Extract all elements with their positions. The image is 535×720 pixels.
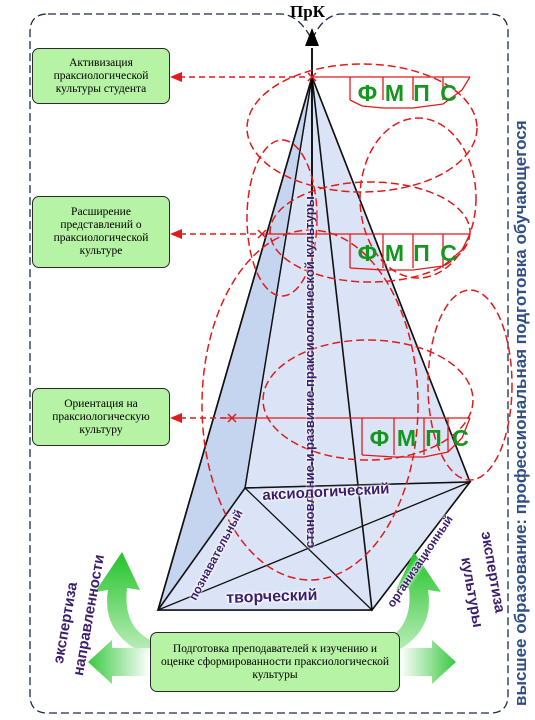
level-box-top-text: Активизация праксиологической культуры с…	[53, 56, 149, 95]
edge-right	[311, 76, 471, 483]
mark-s: С	[452, 425, 469, 451]
mark-f: Ф	[369, 425, 390, 451]
level-ellipse-middle	[269, 181, 471, 283]
outer-frame	[29, 13, 509, 714]
bottom-arrow-left	[88, 640, 150, 684]
mark-m: М	[396, 425, 417, 451]
level-box-middle-text: Расширение представлений о праксиологиче…	[53, 206, 149, 257]
level-box-lower-text: Ориентация на праксиологическую культуру	[52, 397, 150, 436]
ellipse-mid-right	[427, 289, 513, 481]
mark-p: П	[425, 425, 442, 451]
mark-m: М	[384, 240, 405, 266]
edge-left	[157, 76, 313, 611]
edge-back	[244, 76, 313, 489]
level-ellipse-lower	[262, 339, 474, 461]
bottom-box: Подготовка преподавателей к изучению и о…	[150, 632, 400, 692]
up-arrowhead	[305, 28, 319, 46]
level-ellipse-top	[246, 63, 478, 193]
curved-arrow-right	[376, 552, 441, 660]
big-ellipse	[201, 229, 419, 581]
mark-m: М	[384, 80, 405, 106]
mark-s: С	[440, 240, 457, 266]
mark-f: Ф	[357, 240, 378, 266]
side-label: высшее образование: профессиональная под…	[511, 120, 530, 706]
curved-arrow-left	[95, 552, 160, 660]
bottom-arrow-right	[400, 640, 456, 684]
mark-s: С	[440, 80, 457, 106]
mark-p: П	[413, 240, 430, 266]
edge-front	[311, 76, 373, 611]
mark-f: Ф	[357, 80, 378, 106]
level-box-lower: Ориентация на праксиологическую культуру	[32, 388, 170, 446]
mark-p: П	[413, 80, 430, 106]
base-diagonal-1	[157, 481, 471, 611]
ellipse-top-right	[359, 117, 477, 279]
level-box-middle: Расширение представлений о праксиологиче…	[32, 196, 170, 268]
level-box-top: Активизация праксиологической культуры с…	[32, 48, 170, 104]
bottom-box-text: Подготовка преподавателей к изучению и о…	[161, 642, 389, 681]
ellipse-upper-left	[246, 139, 318, 297]
base-diagonal-2	[244, 487, 373, 611]
top-label: ПрК	[290, 2, 326, 21]
face-label-creative: творческий	[226, 586, 318, 607]
